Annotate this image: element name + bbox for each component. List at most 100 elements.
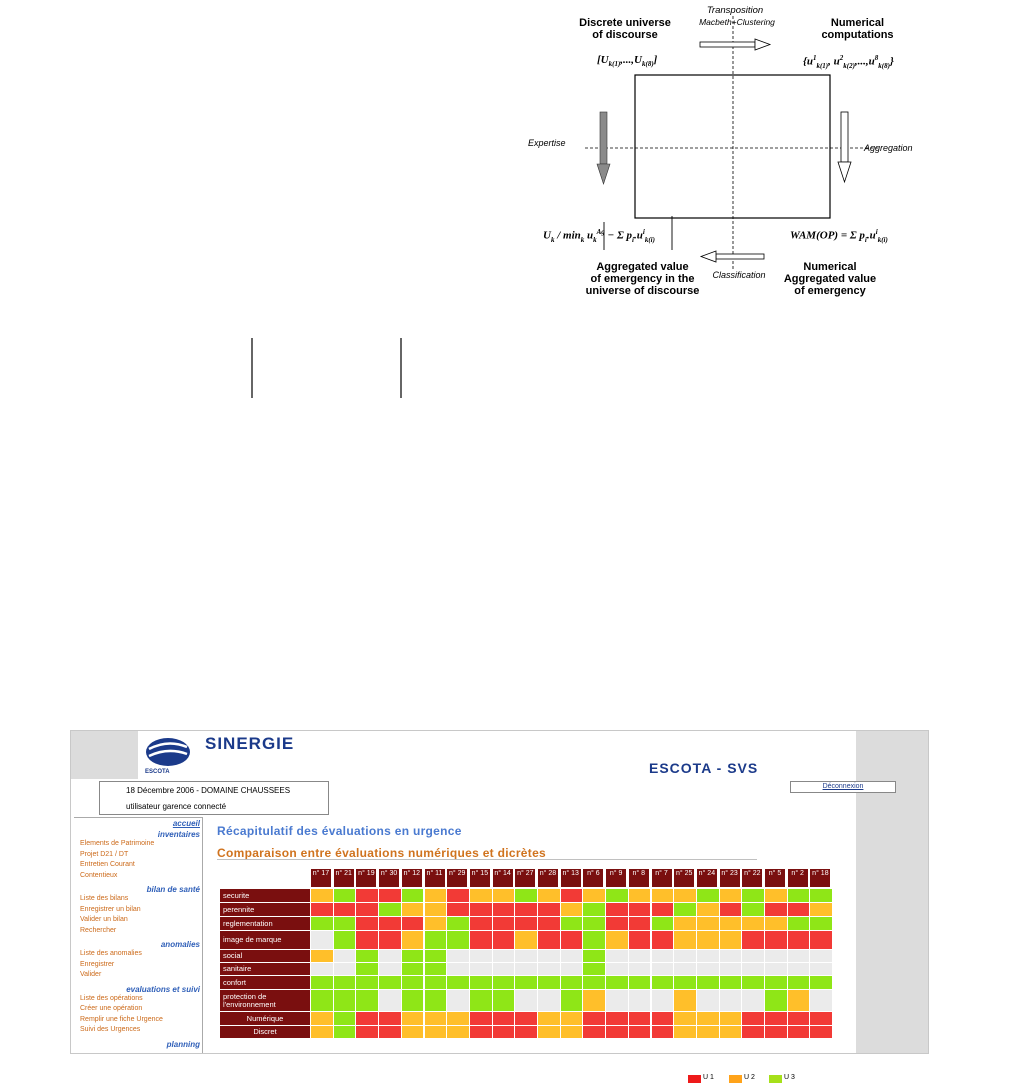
sidebar-section[interactable]: bilan de santé [146,885,200,894]
grid-cell [628,889,652,903]
grid-cell [492,990,516,1012]
grid-cell [356,917,380,931]
grid-cell [765,1026,788,1039]
diagram-box [634,74,831,219]
grid-cell [492,1026,516,1039]
sinergie-screenshot: ESCOTA SINERGIE ESCOTA - SVS 18 Décembre… [70,730,929,1054]
column-header: n° 9 [606,869,627,887]
sidebar-section[interactable]: planning [166,1039,200,1049]
grid-cell [401,917,425,931]
sidebar-section[interactable]: inventaires [157,830,200,839]
grid-cell [311,917,334,931]
sidebar-item[interactable]: Liste des anomalies [80,950,142,957]
aggregation-label: Aggregation [864,143,913,153]
grid-cell [538,1012,561,1026]
numerical-computations-label: Numerical computations [821,17,894,41]
column-header: n° 11 [424,869,445,887]
column-header: n° 23 [719,869,740,887]
column-header: n° 21 [333,869,354,887]
sidebar-item[interactable]: Projet D21 / DT [80,850,129,858]
grid-cell [515,889,538,903]
grid-cell [742,976,765,990]
grid-cell [311,903,334,917]
sidebar-item[interactable]: Entretien Courant [80,861,135,868]
grid-cell [810,990,834,1012]
grid-cell [560,931,584,950]
sidebar-section[interactable]: evaluations et suivi [126,984,200,994]
discrete-universe-label: Discrete universe of discourse [579,17,671,41]
column-header: n° 6 [583,869,604,887]
grid-cell [356,990,380,1012]
sidebar-item[interactable]: Elements de Patrimoine [80,840,155,847]
sidebar-section[interactable]: accueil [172,819,200,828]
grid-cell [424,903,448,917]
grid-cell [696,950,720,963]
section-title-rule [217,859,757,860]
grid-cell [674,931,697,950]
grid-cell [674,1012,697,1026]
grid-cell [765,1012,788,1026]
page-title: Récapitulatif des évaluations en urgence [217,824,462,838]
grid-cell [810,1012,834,1026]
sidebar-item[interactable]: Rechercher [80,926,117,934]
grid-cell [606,1012,629,1026]
grid-cell [719,903,743,917]
grid-cell [628,950,652,963]
sidebar-item[interactable]: Liste des opérations [80,994,143,1002]
sidebar-item[interactable]: Suivi des Urgences [80,1026,141,1033]
grid-cell [492,950,516,963]
column-header: n° 29 [447,869,468,887]
grid-cell [356,1026,380,1039]
grid-cell [742,1012,765,1026]
grid-cell [424,976,448,990]
sidebar-item[interactable]: Contentieux [80,871,118,879]
grid-cell [424,889,448,903]
sidebar-item[interactable]: Valider [80,971,102,978]
grid-cell [787,976,811,990]
grid-cell [515,963,538,976]
uk-formula: Uk / mink ukAg − Σ pi.uik(i) [543,228,655,244]
grid-cell [606,1026,629,1039]
sidebar-item[interactable]: Valider un bilan [80,916,128,923]
grid-cell [696,976,720,990]
transposition-method-label: Macbeth+Clustering [699,17,775,27]
sidebar-item[interactable]: Créer une opération [80,1005,143,1012]
grid-cell [515,903,538,917]
wam-formula: WAM(OP) = Σ pi.uik(i) [790,228,888,244]
grid-cell [674,976,697,990]
row-label: protection de l'environnement [220,990,310,1011]
grid-cell [583,917,607,931]
aggregated-discourse-label: Aggregated value of emergency in the uni… [585,261,700,297]
sidebar-item[interactable]: Liste des bilans [80,895,129,902]
row-label: image de marque [220,931,310,949]
sidebar-item[interactable]: Remplir une fiche Urgence [80,1015,163,1023]
sidebar-item[interactable]: Enregistrer [80,960,115,968]
grid-cell [356,903,380,917]
logo-text: ESCOTA [145,769,170,775]
sidebar-item[interactable]: Enregistrer un bilan [80,905,141,913]
grid-cell [651,917,675,931]
row-label: perennite [220,903,310,916]
grid-cell [560,963,584,976]
grid-cell [696,990,720,1012]
grid-cell [742,1026,765,1039]
grid-cell [560,950,584,963]
grid-cell [515,931,538,950]
sidebar-section[interactable]: anomalies [160,940,200,949]
logout-link[interactable]: Déconnexion [790,781,896,793]
grid-cell [560,1026,584,1039]
grid-cell [606,963,629,976]
grid-cell [447,990,470,1012]
grid-cell [810,976,834,990]
grid-cell [401,889,425,903]
grid-cell [333,1026,357,1039]
grid-cell [515,976,538,990]
grid-cell [810,917,834,931]
grid-cell [401,976,425,990]
grid-cell [515,990,538,1012]
grid-cell [356,889,380,903]
grid-cell [424,931,448,950]
grid-cell [538,976,561,990]
grid-cell [765,990,788,1012]
grid-cell [696,1026,720,1039]
